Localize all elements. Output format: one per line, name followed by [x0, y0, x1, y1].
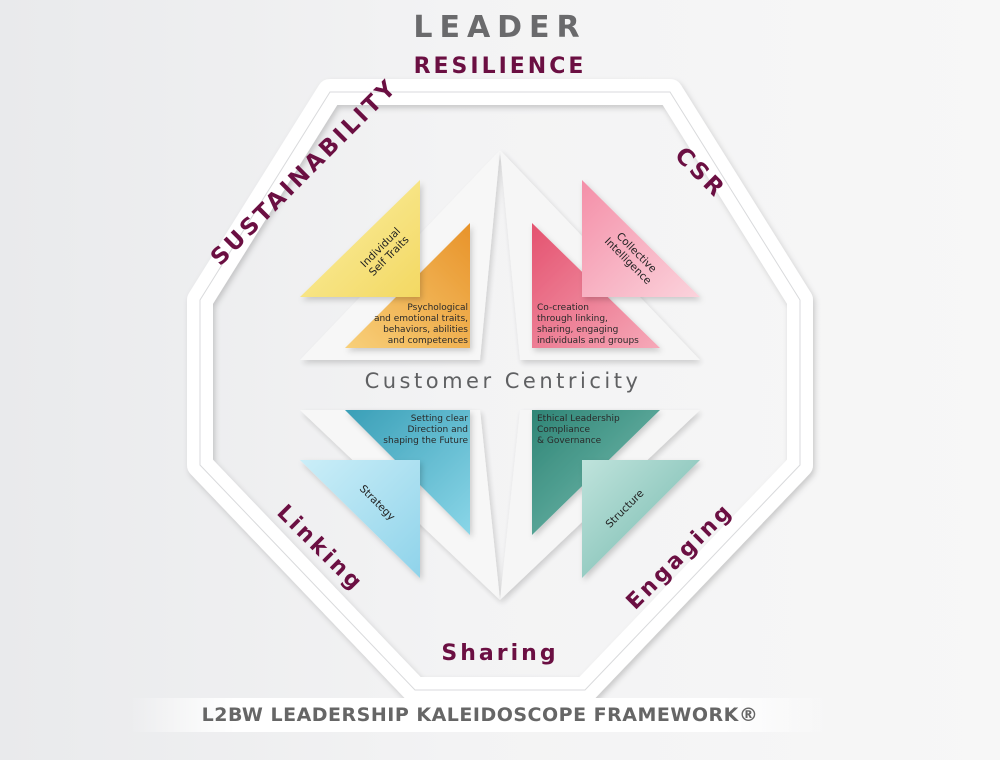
- quadrant-bottom-right-front: [582, 460, 700, 578]
- sharing-label: Sharing: [441, 641, 559, 666]
- top-right-description: Co-creation through linking, sharing, en…: [537, 303, 647, 347]
- quadrant-bottom-left-front: [300, 460, 420, 578]
- desc-line: Co-creation: [537, 303, 589, 313]
- desc-line: sharing, engaging: [537, 325, 619, 335]
- customer-centricity-label: Customer Centricity: [364, 369, 642, 393]
- leader-title: LEADER: [413, 10, 587, 45]
- desc-line: Compliance: [537, 425, 590, 435]
- octagon-frame: [187, 79, 813, 703]
- desc-line: Ethical Leadership: [537, 414, 620, 424]
- desc-line: shaping the Future: [383, 436, 468, 446]
- desc-line: & Governance: [537, 436, 602, 446]
- footer-banner: L2BW LEADERSHIP KALEIDOSCOPE FRAMEWORK®: [130, 698, 830, 732]
- desc-line: and emotional traits,: [373, 314, 468, 324]
- desc-line: through linking,: [537, 314, 608, 324]
- bottom-left-description: Setting clear Direction and shaping the …: [370, 414, 468, 447]
- quadrant-top-left-front: [300, 180, 420, 297]
- desc-line: Direction and: [407, 425, 468, 435]
- resilience-label: RESILIENCE: [413, 54, 587, 79]
- desc-line: and competences: [387, 336, 468, 346]
- desc-line: individuals and groups: [537, 336, 639, 346]
- framework-title: L2BW LEADERSHIP KALEIDOSCOPE FRAMEWORK®: [201, 704, 759, 726]
- top-left-description: Psychological and emotional traits, beha…: [368, 303, 468, 347]
- desc-line: behaviors, abilities: [383, 325, 468, 335]
- quadrant-top-right-front: [582, 180, 700, 297]
- desc-line: Setting clear: [410, 414, 468, 424]
- desc-line: Psychological: [407, 303, 468, 313]
- bottom-right-description: Ethical Leadership Compliance & Governan…: [537, 414, 647, 447]
